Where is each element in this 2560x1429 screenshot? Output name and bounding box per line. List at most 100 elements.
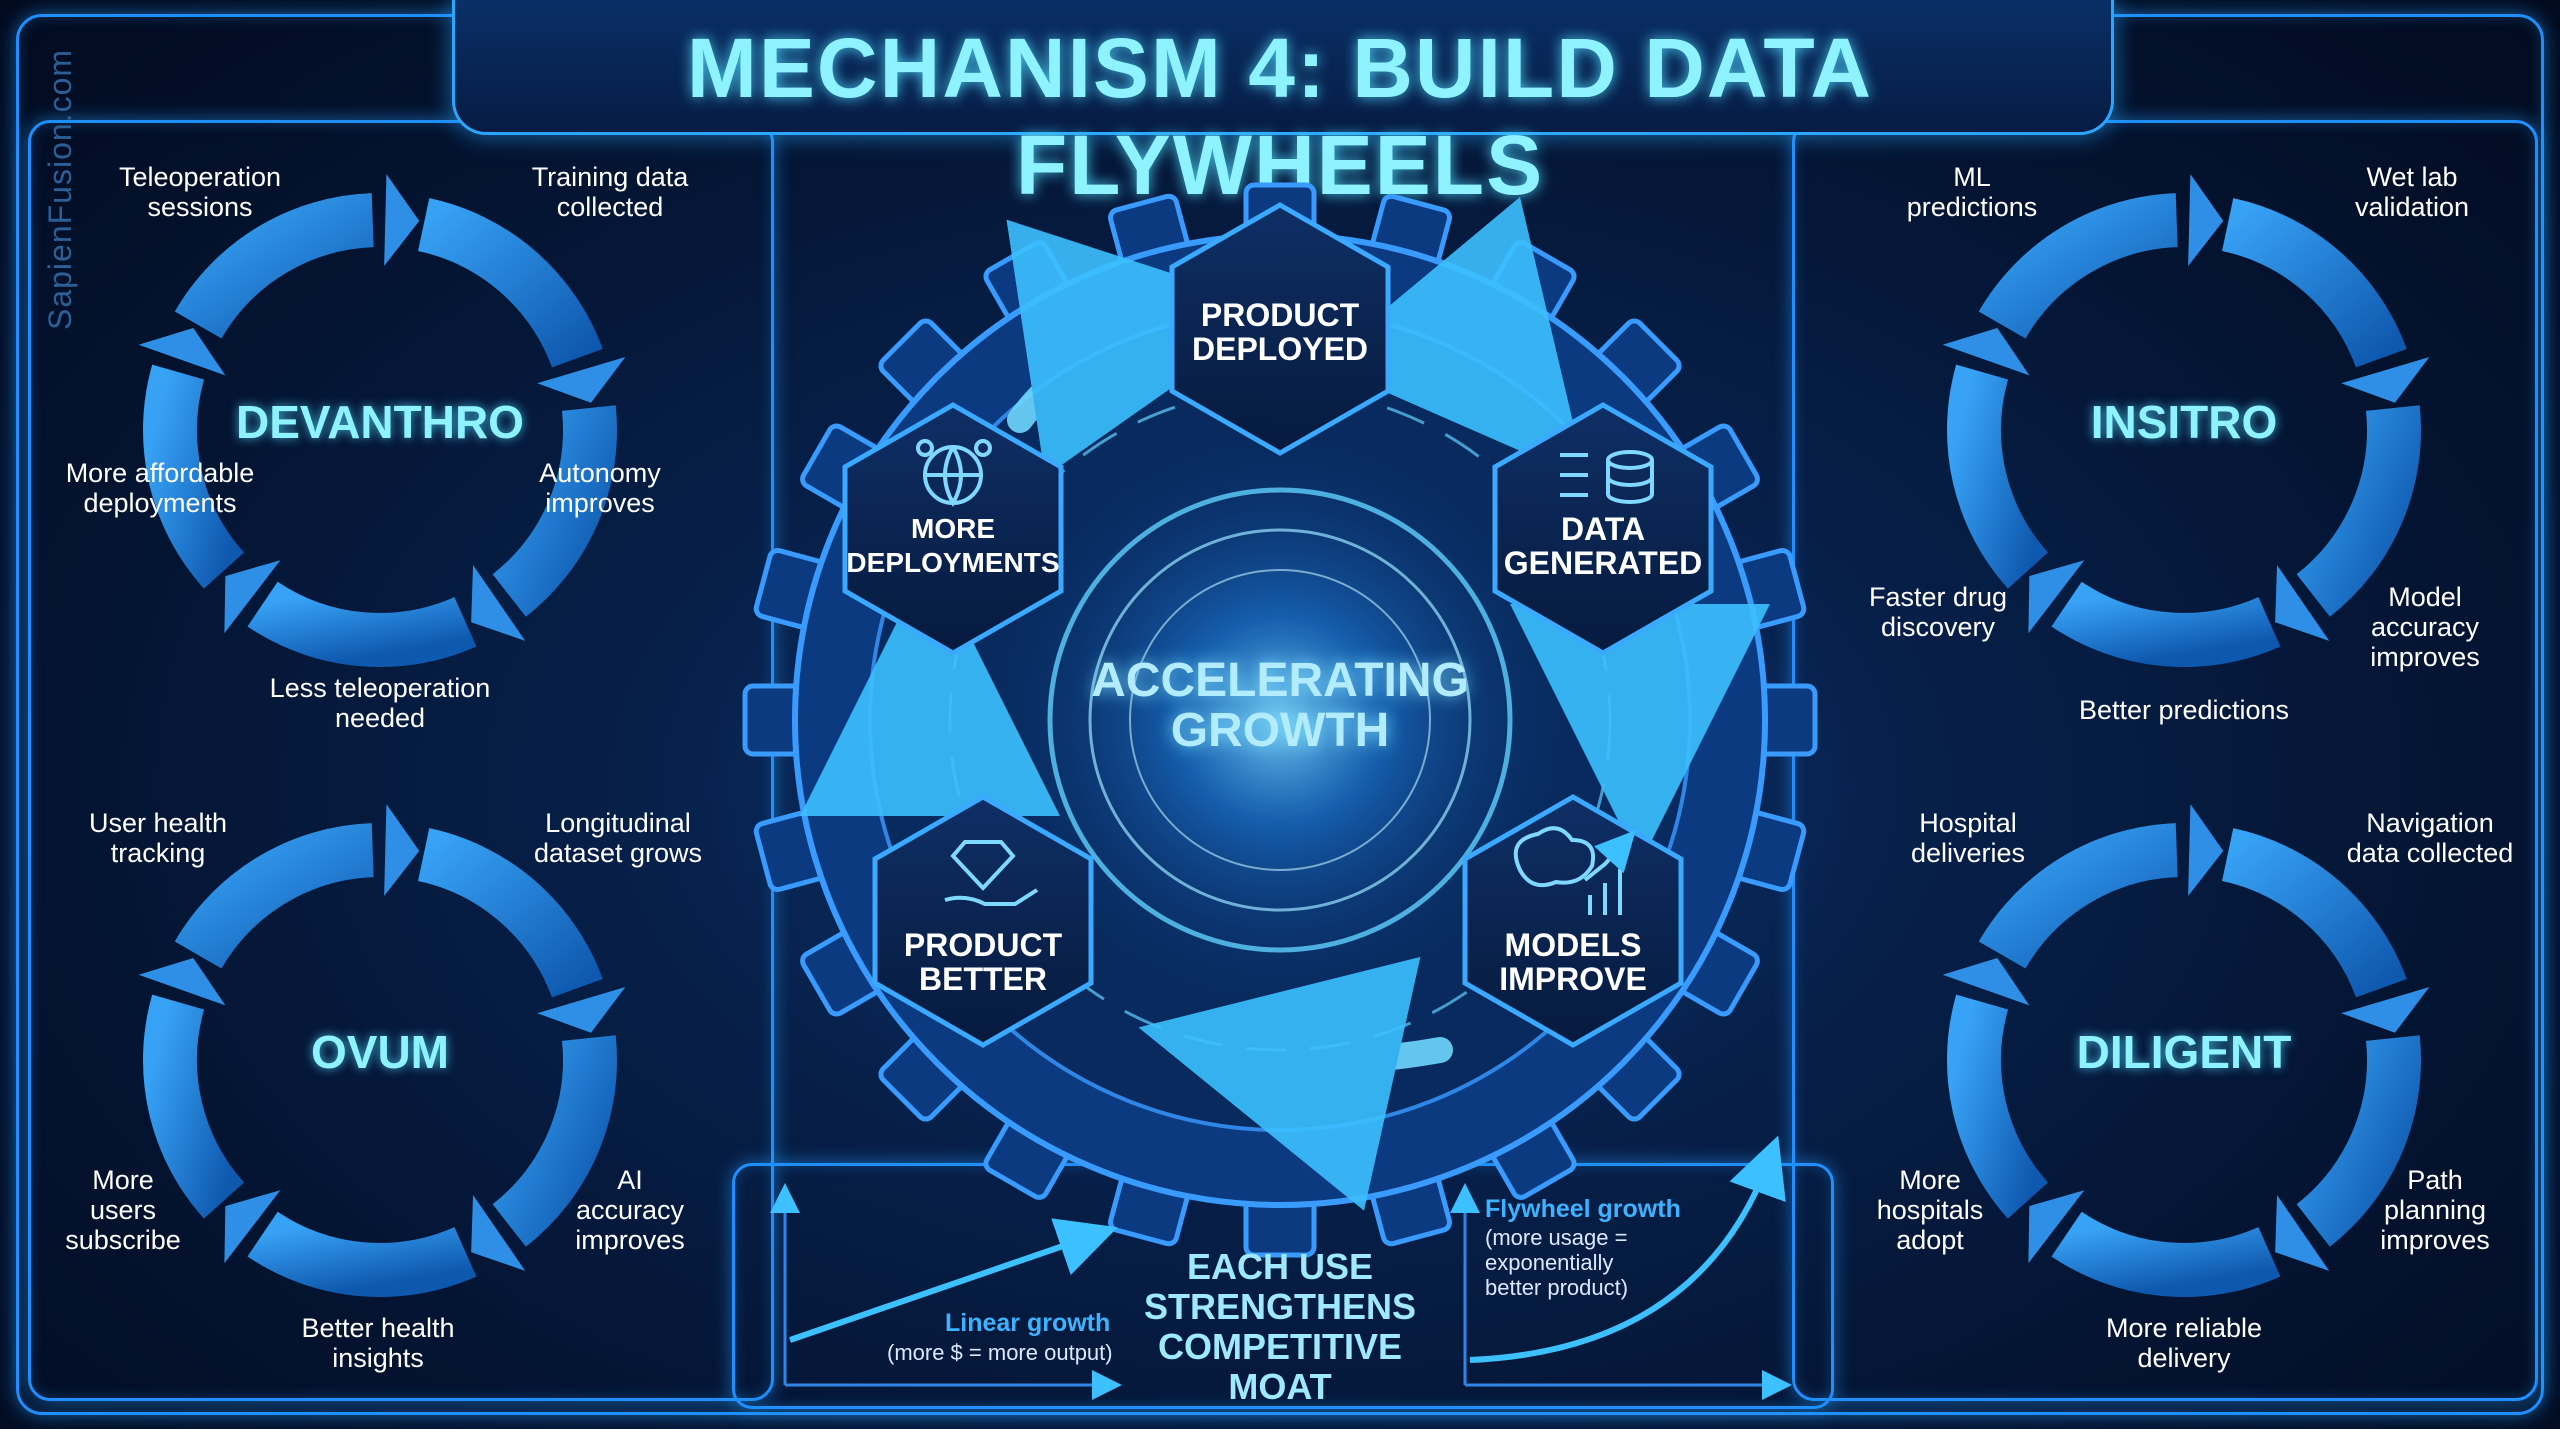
node-label-line: PRODUCT — [903, 927, 1063, 963]
label-line: deployments — [83, 488, 237, 518]
hex-product-better — [872, 794, 1094, 1048]
cycle-arrow-head — [1942, 328, 2030, 376]
label-line: Faster drug — [1868, 582, 2008, 612]
cycle-arrow-head — [384, 174, 420, 267]
cycle-name-insitro: INSITRO — [2090, 396, 2278, 448]
title-plate — [452, 0, 2114, 135]
label-line: validation — [2354, 192, 2470, 222]
linear-growth-sub-line: (more $ = more output) — [887, 1340, 1113, 1365]
label-line: More — [92, 1165, 154, 1195]
cycle-arrow-head — [2188, 174, 2224, 267]
cycle-arrow-segment — [2051, 1211, 2281, 1297]
label-line: needed — [334, 703, 426, 733]
cycle-arrow-segment — [492, 405, 617, 617]
hex-product-deployed — [1169, 202, 1391, 456]
cycle-arrow-segment — [1947, 994, 2049, 1219]
hex-data-generated — [1492, 402, 1714, 656]
node-label-line: MODELS — [1504, 927, 1642, 963]
label-line: ML — [1953, 162, 1991, 192]
node-models-improve-label: MODELS IMPROVE — [1473, 928, 1673, 996]
node-label-line: DEPLOYED — [1191, 331, 1369, 367]
linear-growth-sub: (more $ = more output) — [887, 1340, 1113, 1365]
label-line: data collected — [2346, 838, 2514, 868]
label-line: improves — [2380, 1225, 2490, 1255]
cycle-arrow-head — [138, 328, 226, 376]
cycle-arrow-segment — [247, 1211, 477, 1297]
center-title-line: ACCELERATING — [1091, 654, 1469, 707]
cycle-arrow-head — [2341, 987, 2430, 1033]
label-line: insights — [332, 1343, 424, 1373]
label-line: tracking — [110, 838, 206, 868]
cycle-arrow-head — [224, 560, 281, 634]
center-flow-arrows — [800, 196, 1770, 1211]
cycle-arrow-head — [471, 1195, 526, 1271]
cycle-arrow-segment — [417, 198, 603, 368]
cycle-arrow-head — [2188, 804, 2224, 897]
label-line: Less teleoperation — [269, 673, 491, 703]
flywheel-growth-chart — [1450, 1135, 1792, 1400]
page-title: MECHANISM 4: BUILD DATA FLYWHEELS — [686, 21, 1874, 212]
cycle-arrow-head — [1942, 958, 2030, 1006]
label-line: Training data — [531, 162, 689, 192]
cycle-arrow-segment — [2296, 1035, 2421, 1247]
cycle-arrow-head — [537, 987, 626, 1033]
label-line: More — [1899, 1165, 1961, 1195]
label-line: Longitudinal — [545, 808, 691, 838]
flywheel-growth-sub-line: exponentially — [1485, 1250, 1614, 1275]
label-line: Teleoperation — [118, 162, 282, 192]
node-more-deployments-label: MORE DEPLOYMENTS — [843, 512, 1063, 580]
cycle-arrow-segment — [417, 828, 603, 998]
node-label-line: IMPROVE — [1499, 961, 1647, 997]
label-line: Better health — [301, 1313, 455, 1343]
cycle-arrow-segment — [143, 994, 245, 1219]
label-line: predictions — [1906, 192, 2038, 222]
moat-line: STRENGTHENS — [1143, 1286, 1417, 1327]
right-panel-frame — [1792, 120, 2538, 1401]
label-line: Model — [2388, 582, 2462, 612]
label-line: deliveries — [1910, 838, 2026, 868]
cycle-arrow-head — [2275, 565, 2330, 641]
label-line: hospitals — [1876, 1195, 1984, 1225]
cycle-arrow-head — [138, 958, 226, 1006]
label-line: subscribe — [65, 1225, 181, 1255]
label-line: improves — [2370, 642, 2480, 672]
cycle-arrow-segment — [247, 581, 477, 667]
insitro-better-label: Better predictions — [2064, 695, 2304, 725]
node-product-better-label: PRODUCT BETTER — [883, 928, 1083, 996]
cycle-arrow-head — [2028, 1190, 2085, 1264]
label-line: sessions — [147, 192, 253, 222]
moat-label: EACH USE STRENGTHENS COMPETITIVE MOAT — [1110, 1247, 1450, 1407]
cycle-arrow-segment — [2296, 405, 2421, 617]
label-line: delivery — [2137, 1343, 2231, 1373]
diamond-hand-icon — [944, 840, 1039, 906]
cycle-arrow-segment — [2221, 198, 2407, 368]
label-line: More reliable — [2105, 1313, 2263, 1343]
label-line: Path — [2407, 1165, 2463, 1195]
label-line: discovery — [1880, 612, 1996, 642]
cycle-arrow-segment — [2051, 581, 2281, 667]
label-line: User health — [88, 808, 228, 838]
label-line: collected — [556, 192, 664, 222]
cycle-arrow-head — [537, 357, 626, 403]
node-label-line: MORE — [911, 513, 995, 544]
cycle-arrow-segment — [1978, 193, 2179, 339]
flywheel-growth-sub: (more usage = exponentially better produ… — [1485, 1225, 1628, 1300]
left-panel-frame — [28, 120, 774, 1401]
linear-growth-chart — [770, 1183, 1122, 1400]
cycle-arrow-segment — [174, 193, 375, 339]
cycle-arrow-head — [224, 1190, 281, 1264]
cycle-arrow-segment — [143, 364, 245, 589]
